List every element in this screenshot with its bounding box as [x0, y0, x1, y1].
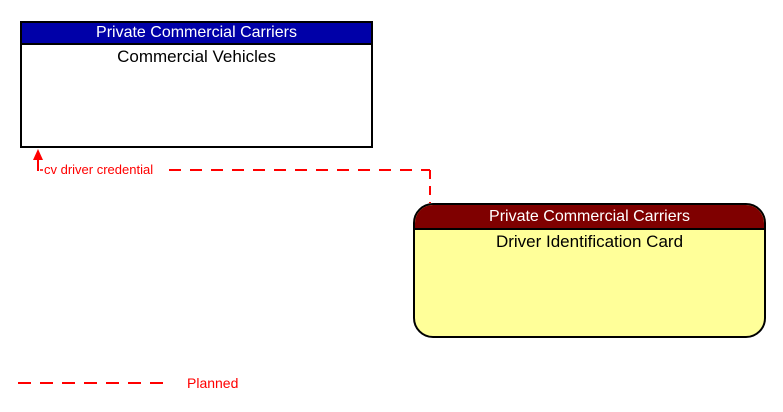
legend-label: Planned: [187, 375, 239, 391]
entity-title: Commercial Vehicles: [117, 47, 276, 66]
flow-arrowhead-icon: [33, 149, 43, 160]
entity-title: Driver Identification Card: [495, 232, 684, 251]
entity-header: Private Commercial Carriers: [22, 23, 371, 45]
entity-box-commercial-vehicles[interactable]: Private Commercial Carriers Commercial V…: [20, 21, 373, 148]
entity-box-driver-identification-card[interactable]: Private Commercial Carriers Driver Ident…: [413, 203, 766, 338]
entity-header: Private Commercial Carriers: [415, 205, 764, 230]
flow-label: cv driver credential: [44, 162, 154, 177]
